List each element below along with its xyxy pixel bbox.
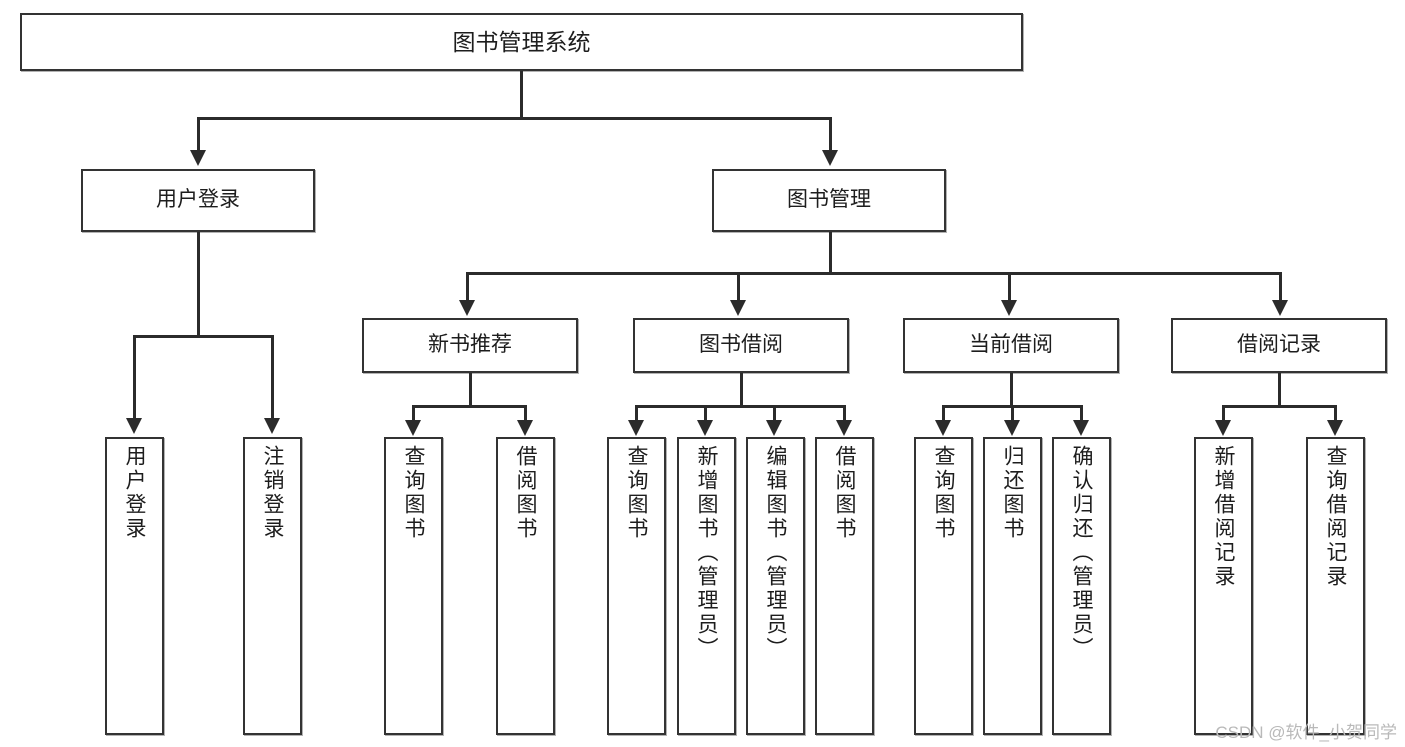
connector-book-manage-bar [466,272,1280,275]
arrowhead-bb-leaf-3 [766,420,782,436]
leaf-nb-borrow-book[interactable]: 借阅图书 [496,437,555,735]
arrowhead-new-book [459,300,475,316]
arrowhead-current-borrow [1001,300,1017,316]
connector-borrow-record-stem [1278,373,1281,406]
connector-br-drop-2 [1334,405,1337,423]
node-label: 注销登录 [261,445,284,541]
node-label: 借阅记录 [1237,333,1321,357]
connector-book-manage-stem [829,232,832,273]
leaf-user-login[interactable]: 用户登录 [105,437,164,735]
node-user-login[interactable]: 用户登录 [81,169,315,232]
node-current-borrow[interactable]: 当前借阅 [903,318,1119,373]
connector-bb-drop-3 [773,405,776,423]
connector-bb-drop-4 [843,405,846,423]
connector-cb-drop-2 [1011,405,1014,423]
connector-to-user-login [197,117,200,153]
arrowhead-cb-leaf-3 [1073,420,1089,436]
connector-new-book-bar [412,405,526,408]
node-label: 归还图书 [1001,445,1024,541]
leaf-br-add-record[interactable]: 新增借阅记录 [1194,437,1253,735]
connector-br-drop-1 [1222,405,1225,423]
arrowhead-book-borrow [730,300,746,316]
leaf-bb-add-book-admin[interactable]: 新增图书（管理员） [677,437,736,735]
node-label: 确认归还（管理员） [1070,445,1093,661]
connector-to-book-borrow [737,272,740,302]
node-new-book-recommend[interactable]: 新书推荐 [362,318,578,373]
node-label: 当前借阅 [969,333,1053,357]
connector-cb-drop-3 [1080,405,1083,423]
arrowhead-leaf-logout [264,418,280,434]
node-book-management[interactable]: 图书管理 [712,169,946,232]
connector-user-login-stem [197,232,200,336]
connector-bb-drop-2 [704,405,707,423]
connector-to-borrow-record [1279,272,1282,302]
node-label: 用户登录 [156,188,240,212]
arrowhead-br-leaf-1 [1215,420,1231,436]
connector-book-borrow-stem [740,373,743,406]
node-label: 借阅图书 [514,445,537,541]
connector-root-stem [520,71,523,118]
leaf-bb-edit-book-admin[interactable]: 编辑图书（管理员） [746,437,805,735]
connector-to-book-manage [829,117,832,153]
connector-user-login-bar [133,335,272,338]
leaf-nb-query-book[interactable]: 查询图书 [384,437,443,735]
leaf-cb-query-book[interactable]: 查询图书 [914,437,973,735]
node-label: 查询图书 [402,445,425,541]
node-label: 查询图书 [932,445,955,541]
leaf-cb-confirm-return-admin[interactable]: 确认归还（管理员） [1052,437,1111,735]
arrowhead-bb-leaf-2 [697,420,713,436]
arrowhead-bb-leaf-4 [836,420,852,436]
connector-cb-drop-1 [942,405,945,423]
node-root-system[interactable]: 图书管理系统 [20,13,1023,71]
node-book-borrow[interactable]: 图书借阅 [633,318,849,373]
node-label: 用户登录 [123,445,146,541]
connector-current-borrow-stem [1010,373,1013,406]
leaf-cb-return-book[interactable]: 归还图书 [983,437,1042,735]
connector-user-login-drop-1 [133,335,136,420]
connector-new-book-drop-1 [412,405,415,423]
leaf-logout[interactable]: 注销登录 [243,437,302,735]
node-label: 图书借阅 [699,333,783,357]
connector-borrow-record-bar [1222,405,1337,408]
arrowhead-book-manage [822,150,838,166]
node-label: 图书管理系统 [452,28,591,55]
arrowhead-bb-leaf-1 [628,420,644,436]
leaf-br-query-record[interactable]: 查询借阅记录 [1306,437,1365,735]
arrowhead-br-leaf-2 [1327,420,1343,436]
arrowhead-cb-leaf-2 [1004,420,1020,436]
node-label: 查询图书 [625,445,648,541]
node-label: 新增图书（管理员） [695,445,718,661]
node-label: 编辑图书（管理员） [764,445,787,661]
csdn-watermark: CSDN @软件_小贺同学 [1215,723,1397,742]
connector-to-new-book [466,272,469,302]
connector-user-login-drop-2 [271,335,274,420]
connector-new-book-drop-2 [524,405,527,423]
connector-to-current-borrow [1008,272,1011,302]
arrowhead-user-login [190,150,206,166]
connector-book-borrow-bar [635,405,846,408]
node-label: 新书推荐 [428,333,512,357]
arrowhead-nb-leaf-2 [517,420,533,436]
arrowhead-borrow-record [1272,300,1288,316]
connector-bb-drop-1 [635,405,638,423]
arrowhead-cb-leaf-1 [935,420,951,436]
arrowhead-leaf-user-login [126,418,142,434]
node-label: 新增借阅记录 [1212,445,1235,589]
node-label: 图书管理 [787,188,871,212]
node-label: 借阅图书 [833,445,856,541]
leaf-bb-query-book[interactable]: 查询图书 [607,437,666,735]
arrowhead-nb-leaf-1 [405,420,421,436]
leaf-bb-borrow-book[interactable]: 借阅图书 [815,437,874,735]
node-borrow-record[interactable]: 借阅记录 [1171,318,1387,373]
connector-new-book-stem [469,373,472,406]
connector-root-bar [197,117,832,120]
node-label: 查询借阅记录 [1324,445,1347,589]
